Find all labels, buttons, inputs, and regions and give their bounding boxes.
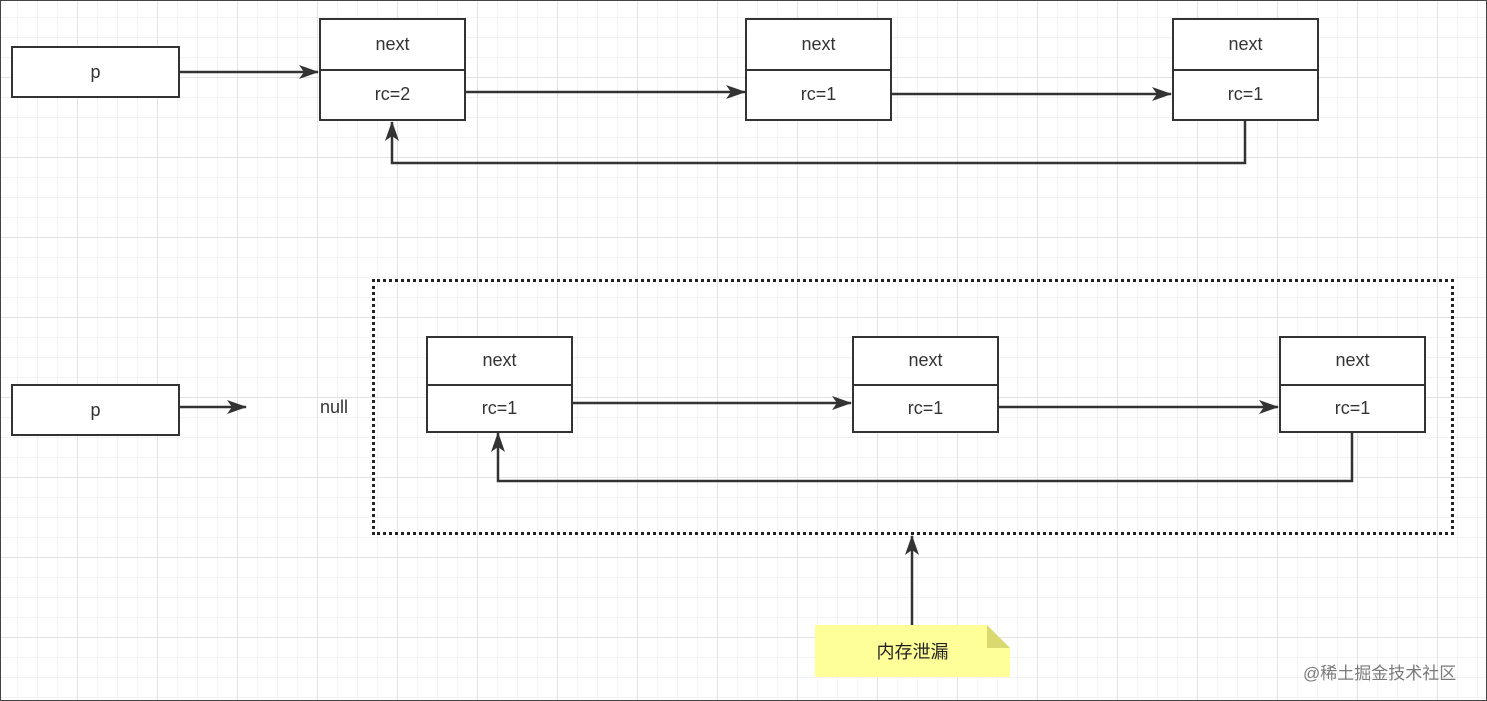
list-node-1-top: next rc=2 [319, 18, 466, 121]
node-refcount: rc=1 [800, 84, 837, 105]
list-node-3-bottom: next rc=1 [1279, 336, 1426, 433]
node-next-field: next [1281, 338, 1424, 386]
list-node-2-bottom: next rc=1 [852, 336, 999, 433]
node-next-field: next [1174, 20, 1317, 71]
list-node-2-top: next rc=1 [745, 18, 892, 121]
pointer-p-box-bottom: p [11, 384, 180, 436]
list-node-3-top: next rc=1 [1172, 18, 1319, 121]
arrow-node3-back-to-node1-bottom [491, 432, 1354, 483]
node-refcount: rc=1 [1334, 397, 1371, 418]
leaked-cycle-group [372, 279, 1454, 535]
node-refcount: rc=1 [907, 397, 944, 418]
node-next-field: next [747, 20, 890, 71]
arrow-node3-back-to-node1-top [385, 121, 1247, 165]
node-refcount: rc=1 [481, 397, 518, 418]
pointer-p-label-top: p [90, 61, 101, 82]
node-next-field: next [321, 20, 464, 71]
list-node-1-bottom: next rc=1 [426, 336, 573, 433]
watermark-text: @稀土掘金技术社区 [1303, 664, 1457, 683]
memory-leak-note-label: 内存泄漏 [876, 642, 949, 662]
node-refcount: rc=1 [1227, 84, 1264, 105]
memory-leak-note: 内存泄漏 [815, 625, 1010, 677]
pointer-p-label-bottom: p [90, 399, 101, 420]
node-next-field: next [428, 338, 571, 386]
node-refcount: rc=2 [374, 84, 411, 105]
node-next-field: next [854, 338, 997, 386]
null-label: null [320, 397, 349, 417]
pointer-p-box-top: p [11, 46, 180, 98]
